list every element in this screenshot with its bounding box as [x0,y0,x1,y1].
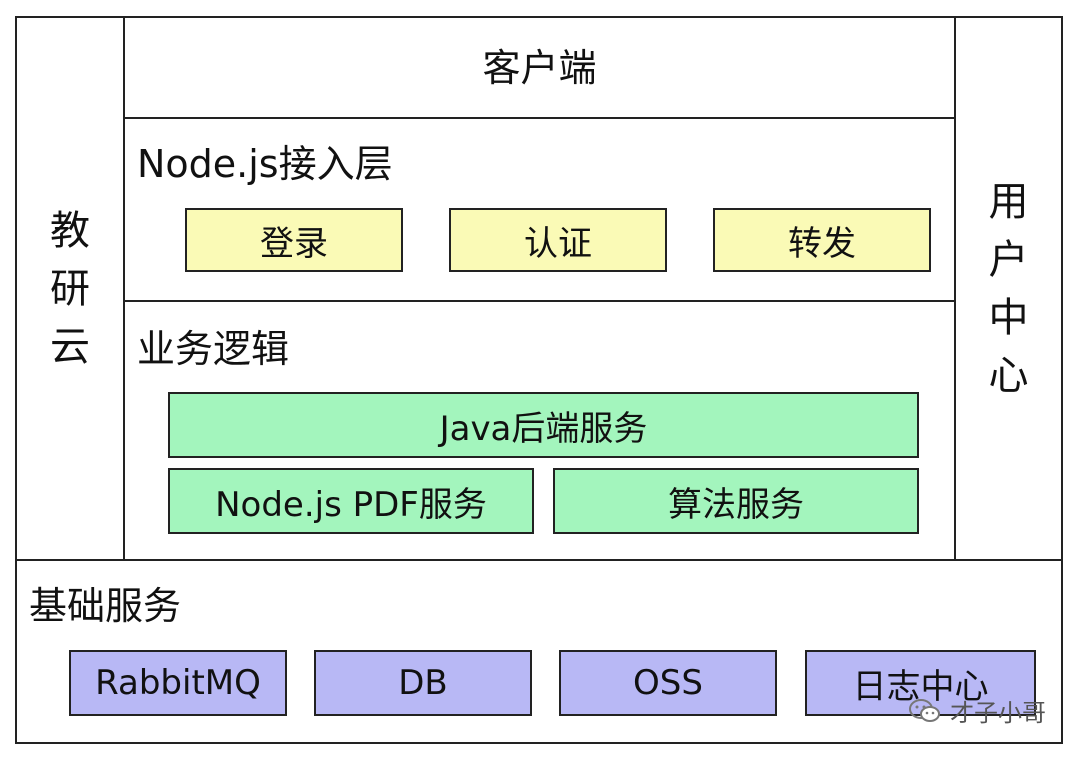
watermark-text: 才子小哥 [950,699,1046,727]
log-center-box: 日志中心 [805,650,1036,716]
db-box: DB [314,650,532,716]
right-column-user-center: 用 户 中 心 [954,16,1063,561]
client-label: 客户端 [482,45,597,90]
business-logic-layer: 业务逻辑 Java后端服务 Node.js PDF服务 算法服务 [123,300,956,561]
forward-box: 转发 [713,208,931,272]
auth-box: 认证 [449,208,667,272]
base-services-title: 基础服务 [29,584,182,628]
oss-box: OSS [559,650,777,716]
watermark: 才子小哥 [908,693,1046,728]
rabbitmq-box: RabbitMQ [69,650,287,716]
node-pdf-box: Node.js PDF服务 [168,468,534,534]
left-column-teaching-cloud: 教 研 云 [15,16,125,561]
right-column-char: 心 [988,352,1029,399]
left-column-char: 教 [50,207,90,254]
base-services-layer: 基础服务 RabbitMQ DB OSS 日志中心 [15,559,1063,744]
left-column-char: 研 [50,265,90,312]
right-column-char: 户 [988,236,1029,283]
right-column-char: 用 [988,178,1029,225]
java-backend-label: Java后端服务 [439,408,648,449]
right-column-char: 中 [988,294,1029,341]
wechat-icon [908,698,942,724]
client-layer: 客户端 [123,16,956,119]
business-logic-title: 业务逻辑 [137,327,290,371]
algorithm-label: 算法服务 [668,484,804,525]
access-layer-title: Node.js接入层 [137,142,393,186]
db-label: DB [398,663,448,703]
login-box: 登录 [185,208,403,272]
left-column-char: 云 [50,323,90,370]
access-layer: Node.js接入层 登录 认证 转发 [123,117,956,302]
rabbitmq-label: RabbitMQ [95,663,261,703]
login-label: 登录 [260,223,328,264]
java-backend-box: Java后端服务 [168,392,919,458]
oss-label: OSS [633,663,703,703]
auth-label: 认证 [524,223,592,264]
algorithm-box: 算法服务 [553,468,919,534]
node-pdf-label: Node.js PDF服务 [215,484,487,525]
forward-label: 转发 [788,223,856,264]
